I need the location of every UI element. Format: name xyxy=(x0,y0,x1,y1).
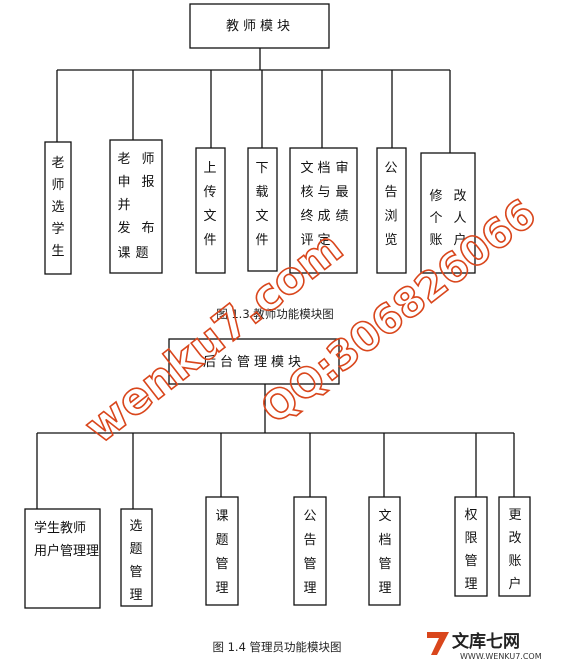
svg-text:浏: 浏 xyxy=(384,208,397,224)
svg-text:限: 限 xyxy=(464,531,477,546)
svg-text:师: 师 xyxy=(141,152,154,167)
svg-text:申: 申 xyxy=(117,175,130,190)
admin-diagram: 后台管理模块 学生教师 用户管理理 选 题 管 理 课 题 管 理 公 xyxy=(24,338,531,654)
admin-child-topic-selection: 选 题 管 理 xyxy=(120,508,153,607)
svg-text:账: 账 xyxy=(429,233,442,248)
svg-text:审: 审 xyxy=(335,161,348,176)
teacher-diagram: 教师模块 老 师 选 学 生 老 师 申 报 并 发 布 课 题 上 xyxy=(44,3,476,321)
svg-text:选: 选 xyxy=(129,519,142,534)
svg-text:管: 管 xyxy=(215,557,228,572)
svg-text:件: 件 xyxy=(255,233,268,248)
svg-text:管: 管 xyxy=(129,565,142,580)
svg-text:理: 理 xyxy=(129,588,142,603)
admin-child-document-management: 文 档 管 理 xyxy=(368,496,401,606)
svg-text:管: 管 xyxy=(303,557,316,572)
teacher-diagram-caption: 图 1.3 教师功能模块图 xyxy=(216,307,334,321)
svg-text:更: 更 xyxy=(508,508,521,523)
admin-root-label: 后台管理模块 xyxy=(203,355,305,370)
svg-text:改: 改 xyxy=(508,531,521,546)
svg-text:户: 户 xyxy=(453,232,466,248)
admin-child-permission-management: 权 限 管 理 xyxy=(454,496,488,597)
teacher-child-select-students: 老 师 选 学 生 xyxy=(44,141,72,275)
svg-text:文: 文 xyxy=(378,509,391,524)
teacher-child-edit-account: 修 改 个 人 账 户 xyxy=(420,152,476,274)
svg-text:下: 下 xyxy=(255,161,268,176)
svg-text:用户管理理: 用户管理理 xyxy=(34,543,99,559)
svg-text:理: 理 xyxy=(378,581,391,596)
svg-text:览: 览 xyxy=(384,232,397,248)
svg-text:课: 课 xyxy=(215,509,228,524)
svg-text:理: 理 xyxy=(464,577,477,592)
svg-text:告: 告 xyxy=(303,533,316,548)
svg-text:账: 账 xyxy=(508,554,521,569)
teacher-child-browse-notices: 公 告 浏 览 xyxy=(376,147,407,274)
svg-text:老: 老 xyxy=(51,156,64,171)
admin-child-subject-management: 课 题 管 理 xyxy=(205,496,239,606)
teacher-child-download-file: 下 载 文 件 xyxy=(247,147,278,272)
svg-text:文: 文 xyxy=(255,209,268,224)
svg-text:定: 定 xyxy=(317,233,330,248)
admin-root-node: 后台管理模块 xyxy=(168,338,340,385)
teacher-child-review-grade: 文 档 审 核 与 最 终 成 绩 评 定 xyxy=(289,147,358,274)
svg-text:人: 人 xyxy=(453,211,466,226)
svg-text:理: 理 xyxy=(303,581,316,596)
svg-text:生: 生 xyxy=(51,244,64,259)
corner-logo: 文库七网 WWW.WENKU7.COM xyxy=(427,631,542,661)
svg-text:课: 课 xyxy=(117,246,130,261)
svg-text:文: 文 xyxy=(203,209,216,224)
svg-text:终: 终 xyxy=(300,208,313,224)
admin-diagram-caption: 图 1.4 管理员功能模块图 xyxy=(212,640,341,654)
admin-child-notice-management: 公 告 管 理 xyxy=(293,496,327,606)
admin-child-change-account: 更 改 账 户 xyxy=(498,496,531,597)
svg-text:报: 报 xyxy=(141,175,154,190)
svg-text:题: 题 xyxy=(215,533,228,548)
svg-text:修: 修 xyxy=(429,189,442,204)
svg-text:核: 核 xyxy=(300,185,313,200)
svg-text:最: 最 xyxy=(335,185,348,200)
svg-text:绩: 绩 xyxy=(335,209,348,224)
svg-text:老: 老 xyxy=(117,152,130,167)
svg-text:户: 户 xyxy=(508,576,521,592)
svg-text:档: 档 xyxy=(317,161,330,176)
svg-text:理: 理 xyxy=(215,581,228,596)
svg-text:个: 个 xyxy=(429,211,442,226)
svg-text:管: 管 xyxy=(378,557,391,572)
teacher-child-submit-topic: 老 师 申 报 并 发 布 课 题 xyxy=(109,139,163,274)
svg-text:与: 与 xyxy=(317,185,330,200)
svg-text:传: 传 xyxy=(203,185,216,200)
teacher-child-upload-file: 上 传 文 件 xyxy=(195,147,226,274)
svg-text:管: 管 xyxy=(464,554,477,569)
svg-text:档: 档 xyxy=(378,533,391,548)
svg-text:学: 学 xyxy=(51,221,64,237)
svg-text:公: 公 xyxy=(384,161,397,176)
svg-text:公: 公 xyxy=(303,509,316,524)
svg-text:件: 件 xyxy=(203,233,216,248)
svg-text:学生教师: 学生教师 xyxy=(34,520,86,536)
svg-text:布: 布 xyxy=(141,221,154,236)
logo-mark-icon xyxy=(427,632,449,655)
teacher-root-node: 教师模块 xyxy=(189,3,330,49)
svg-text:并: 并 xyxy=(117,198,130,213)
logo-main-text: 文库七网 xyxy=(452,631,520,652)
svg-text:选: 选 xyxy=(51,200,64,215)
svg-text:发: 发 xyxy=(117,220,130,236)
svg-text:载: 载 xyxy=(255,185,268,200)
svg-text:上: 上 xyxy=(203,161,216,176)
svg-text:权: 权 xyxy=(464,507,477,523)
svg-text:文: 文 xyxy=(300,161,313,176)
logo-url-text: WWW.WENKU7.COM xyxy=(460,652,542,661)
svg-text:师: 师 xyxy=(51,178,64,193)
admin-child-user-management: 学生教师 用户管理理 xyxy=(24,508,101,609)
svg-text:评: 评 xyxy=(300,233,313,248)
admin-connectors xyxy=(36,384,515,509)
svg-text:题: 题 xyxy=(129,542,142,557)
svg-text:改: 改 xyxy=(453,189,466,204)
svg-text:告: 告 xyxy=(384,185,397,200)
teacher-connectors xyxy=(56,48,451,153)
svg-text:成: 成 xyxy=(317,209,330,224)
svg-text:题: 题 xyxy=(135,246,148,261)
teacher-root-label: 教师模块 xyxy=(226,18,294,34)
